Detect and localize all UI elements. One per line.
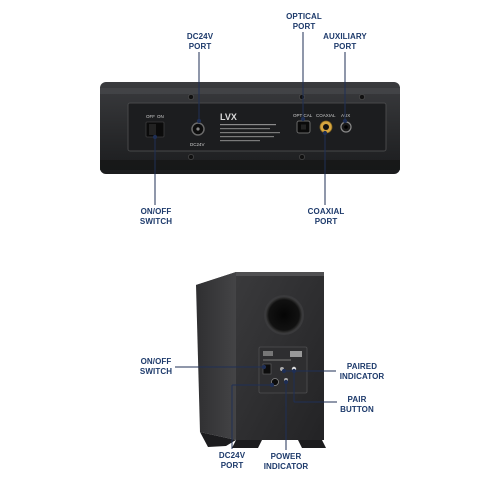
callout-subwoofer-dc24v-port: DC24V PORT xyxy=(218,451,246,470)
callout-subwoofer-on-off-switch: ON/OFF SWITCH xyxy=(139,357,173,376)
brand-logo: LVX xyxy=(220,112,237,122)
panel-label-coaxial: COAXIAL xyxy=(316,113,336,118)
bass-port xyxy=(265,296,303,334)
subwoofer-side xyxy=(196,272,236,440)
soundbar: LVX xyxy=(100,82,400,174)
panel-label-off: OFF xyxy=(146,114,155,119)
subwoofer-on-off-switch xyxy=(262,363,272,375)
screw-icon xyxy=(188,94,194,100)
callout-coaxial-port: COAXIAL PORT xyxy=(307,207,345,226)
panel-label-on: ON xyxy=(157,114,164,119)
soundbar-leader-lines xyxy=(152,32,348,205)
callout-auxiliary-port: AUXILIARY PORT xyxy=(323,32,367,51)
screw-icon xyxy=(359,94,365,100)
callout-on-off-switch: ON/OFF SWITCH xyxy=(139,207,173,226)
connector-panel xyxy=(127,102,387,152)
callout-pair-button: PAIR BUTTON xyxy=(340,395,374,414)
subwoofer-leader-lines xyxy=(175,364,337,450)
callout-dc24v-port: DC24V PORT xyxy=(186,32,214,51)
screw-icon xyxy=(299,94,305,100)
screw-icon xyxy=(188,154,194,160)
panel-label-aux: AUX xyxy=(341,113,350,118)
subwoofer xyxy=(196,272,326,448)
callout-optical-port: OPTICAL PORT xyxy=(286,12,322,31)
callout-paired-indicator: PAIRED INDICATOR xyxy=(339,362,385,381)
panel-label-dc24v: DC24V xyxy=(190,142,205,147)
screw-icon xyxy=(299,154,305,160)
callout-power-indicator: POWER INDICATOR xyxy=(263,452,309,471)
